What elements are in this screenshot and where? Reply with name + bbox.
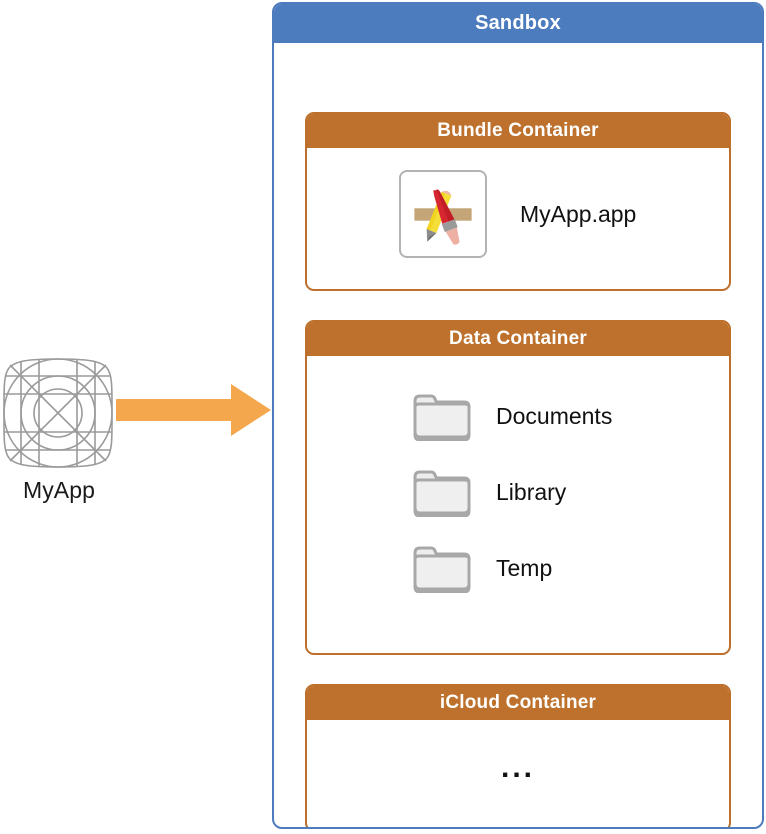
- sandbox-panel: Sandbox Bundle Container: [272, 2, 764, 829]
- folder-label: Documents: [496, 402, 613, 429]
- source-app-label: MyApp: [22, 477, 96, 503]
- list-item[interactable]: Documents: [412, 378, 612, 454]
- bundle-item-label: MyApp.app: [520, 200, 637, 227]
- icloud-container-card: iCloud Container ...: [305, 684, 731, 827]
- bundle-container-title: Bundle Container: [307, 114, 729, 148]
- folder-list: Documents Library: [412, 378, 612, 606]
- folder-icon: [413, 470, 471, 517]
- data-container-card: Data Container Documents: [305, 320, 731, 655]
- sandbox-title: Sandbox: [274, 4, 762, 43]
- folder-icon: [413, 546, 471, 593]
- folder-icon: [413, 394, 471, 441]
- bundle-container-card: Bundle Container: [305, 112, 731, 291]
- folder-label: Library: [496, 478, 567, 505]
- list-item[interactable]: Temp: [412, 530, 612, 606]
- folder-label: Temp: [496, 554, 553, 581]
- app-grid-icon: [3, 358, 113, 468]
- list-item[interactable]: MyApp.app: [399, 170, 636, 258]
- icloud-container-title: iCloud Container: [307, 686, 729, 720]
- source-app-node: MyApp: [0, 357, 118, 512]
- right-arrow-icon: [116, 384, 271, 436]
- data-container-title: Data Container: [307, 322, 729, 356]
- icloud-placeholder-ellipsis: ...: [500, 751, 535, 784]
- xcode-app-icon: [399, 170, 487, 258]
- list-item[interactable]: Library: [412, 454, 612, 530]
